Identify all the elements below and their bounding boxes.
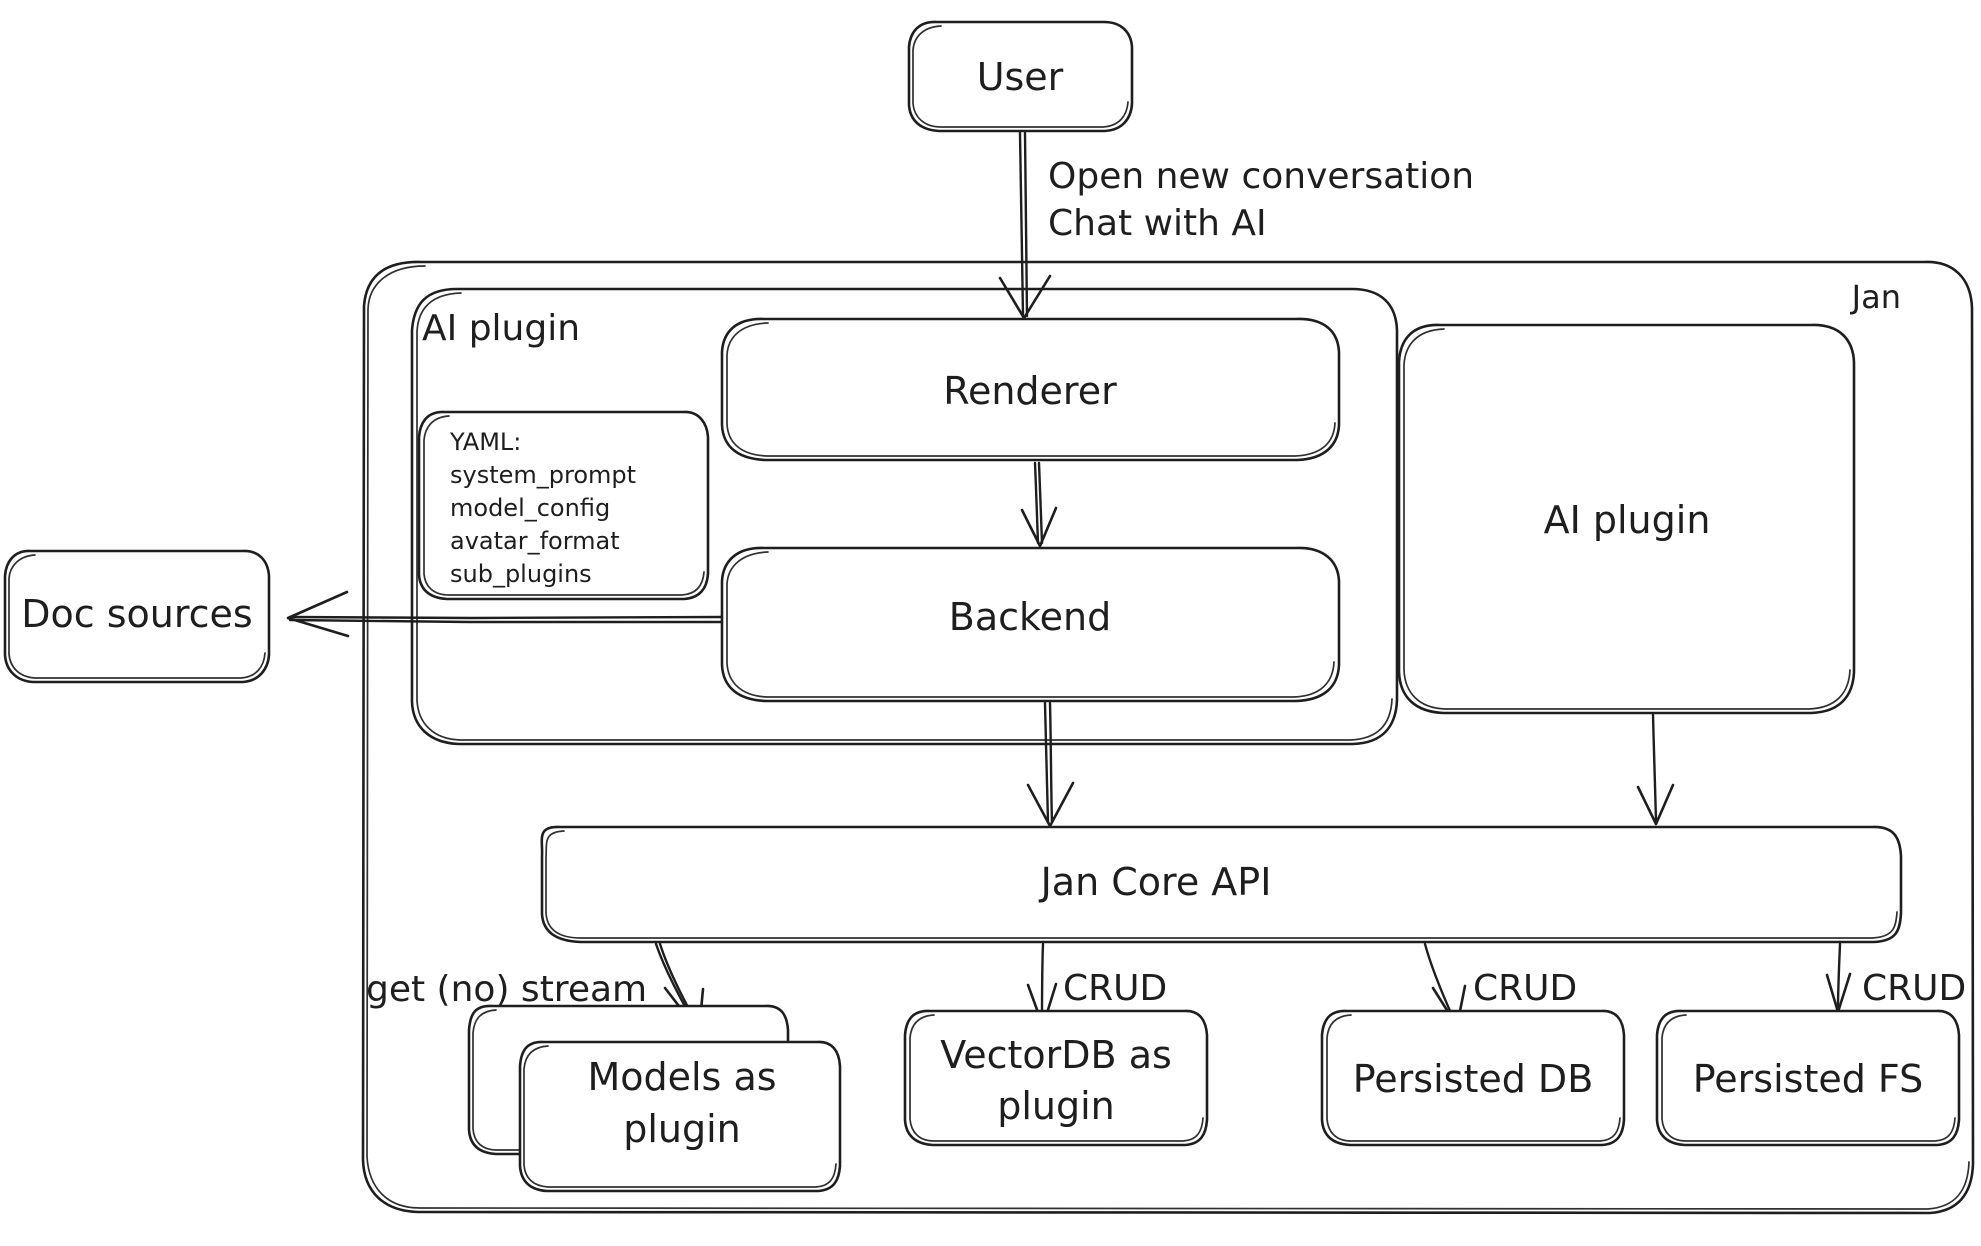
container-ai-plugin-group-label: AI plugin — [422, 308, 580, 349]
node-renderer-label: Renderer — [943, 369, 1117, 413]
node-jan-core-api-label: Jan Core API — [1039, 860, 1272, 904]
node-backend-label: Backend — [949, 595, 1111, 639]
node-renderer[interactable]: Renderer — [720, 317, 1341, 462]
node-persisted-fs-label: Persisted FS — [1693, 1057, 1924, 1101]
node-models-as-plugin-label-line1: Models as — [587, 1055, 776, 1099]
card-yaml[interactable]: YAML: system_prompt model_config avatar_… — [417, 410, 710, 601]
edge-backend-to-doc-sources — [286, 590, 724, 638]
node-vectordb-as-plugin-label-line2: plugin — [997, 1084, 1115, 1128]
node-doc-sources[interactable]: Doc sources — [3, 549, 271, 684]
node-user[interactable]: User — [907, 20, 1134, 133]
card-yaml-key-model-config: model_config — [450, 494, 610, 522]
container-ai-plugin-group[interactable]: AI plugin — [410, 287, 1399, 746]
node-persisted-fs[interactable]: Persisted FS — [1655, 1009, 1961, 1147]
card-yaml-title: YAML: — [449, 428, 521, 456]
node-user-label: User — [977, 55, 1064, 99]
container-jan[interactable]: Jan — [361, 260, 1975, 1215]
node-jan-core-api[interactable]: Jan Core API — [540, 825, 1903, 944]
edge-renderer-to-backend — [1020, 461, 1058, 548]
edge-backend-to-core-api — [1026, 701, 1075, 828]
edge-core-api-to-vectordb-label: CRUD — [1063, 968, 1167, 1009]
edge-core-api-to-persisted-db-label: CRUD — [1473, 968, 1577, 1009]
edge-core-api-to-persisted-fs — [1825, 942, 1852, 1014]
card-yaml-key-system-prompt: system_prompt — [450, 461, 636, 489]
node-backend[interactable]: Backend — [720, 546, 1341, 703]
node-ai-plugin[interactable]: AI plugin — [1397, 323, 1856, 715]
edge-core-api-to-persisted-fs-label: CRUD — [1862, 968, 1966, 1009]
node-models-as-plugin-label-line2: plugin — [623, 1107, 741, 1151]
node-persisted-db[interactable]: Persisted DB — [1320, 1009, 1626, 1147]
node-doc-sources-label: Doc sources — [21, 592, 252, 636]
edge-ai-plugin-to-core-api — [1636, 713, 1675, 826]
container-jan-label: Jan — [1850, 278, 1901, 316]
edge-user-to-renderer-label-line2: Chat with AI — [1048, 203, 1267, 244]
node-ai-plugin-label: AI plugin — [1544, 498, 1711, 542]
node-persisted-db-label: Persisted DB — [1353, 1057, 1594, 1101]
card-yaml-key-avatar-format: avatar_format — [450, 527, 620, 555]
edge-core-api-to-models-label: get (no) stream — [366, 969, 647, 1010]
card-yaml-key-sub-plugins: sub_plugins — [450, 560, 592, 588]
node-vectordb-as-plugin[interactable]: VectorDB as plugin — [903, 1009, 1209, 1147]
node-models-as-plugin[interactable]: Models as plugin — [467, 1004, 842, 1193]
node-vectordb-as-plugin-label-line1: VectorDB as — [940, 1033, 1172, 1077]
edge-user-to-renderer-label-line1: Open new conversation — [1048, 156, 1474, 197]
